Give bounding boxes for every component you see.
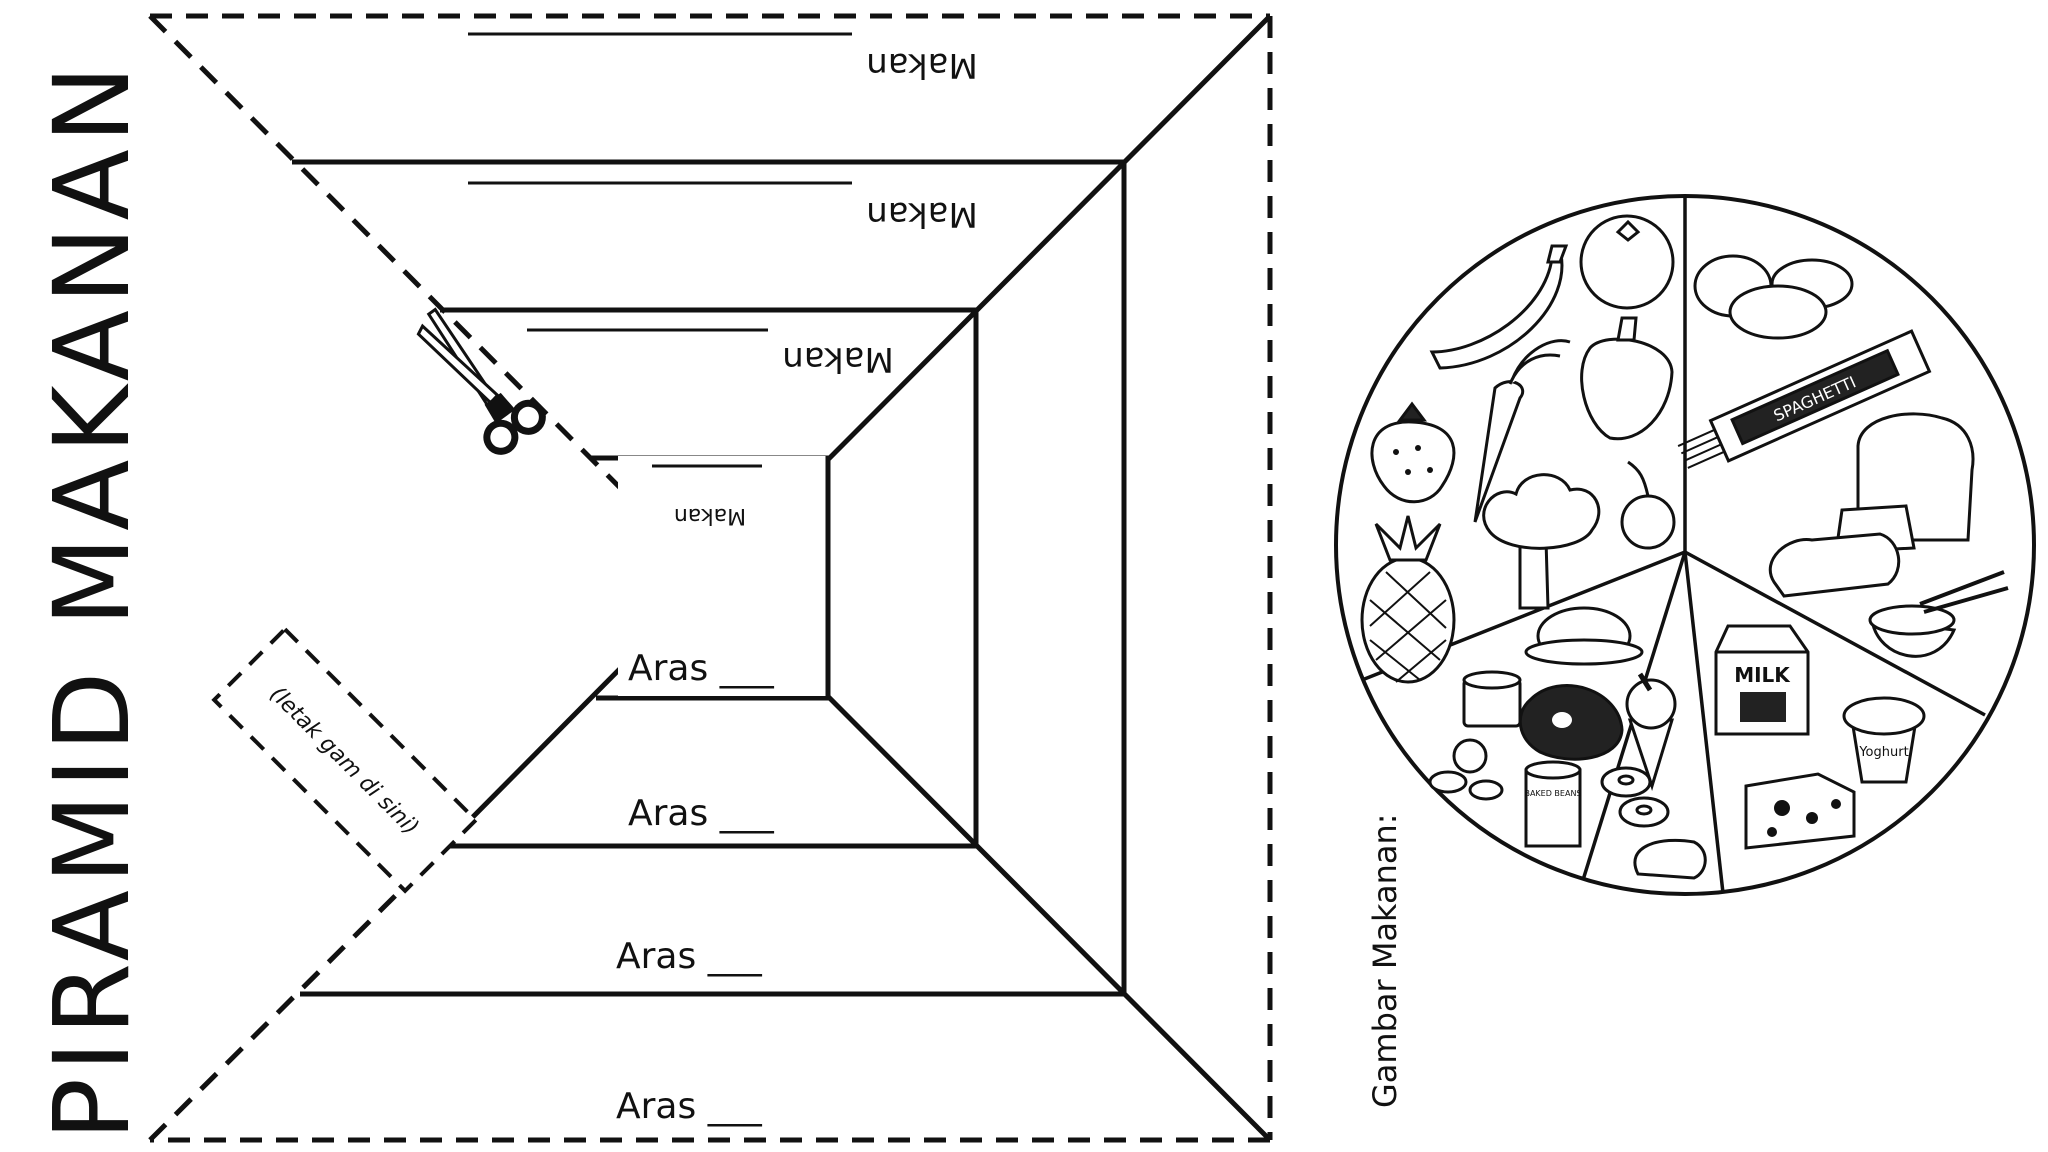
food-label-4: Makan (674, 503, 746, 528)
potatoes-icon (1693, 254, 1854, 340)
ice-cream-icon (1625, 672, 1677, 791)
pyramid-net: Makan Makan Makan Makan Aras ___ Aras __… (148, 13, 1273, 1143)
food-label-2: Makan (866, 194, 978, 234)
strawberry-icon (1370, 401, 1456, 504)
banana-icon (1429, 244, 1569, 370)
yoghurt-icon: Yoghurt (1842, 696, 1926, 784)
milk-carton-icon: MILK (1714, 624, 1810, 736)
broccoli-icon (1482, 473, 1601, 610)
milk-label: MILK (1734, 663, 1791, 687)
section-fruits-and-vegetables (1360, 214, 1676, 684)
title-text: PIRAMID MAKANAN (31, 59, 153, 1140)
fold-diagonals (448, 14, 1272, 1142)
food-label-1: Makan (866, 45, 978, 85)
food-blank-4: Makan (652, 464, 762, 528)
level-label-3: Aras ___ (616, 936, 763, 977)
inner-panel (618, 456, 828, 696)
rice-bowl-icon (1868, 570, 2009, 658)
cheese-icon (1744, 772, 1856, 850)
carrot-icon (1473, 339, 1571, 523)
food-blank-1: Makan (468, 32, 978, 85)
pastry-icon (1633, 838, 1707, 880)
yoghurt-label: Yoghurt (1858, 745, 1908, 760)
scissors-icon (416, 307, 546, 455)
section-grains: SPAGHETTI (1677, 254, 2009, 658)
orange-icon (1579, 214, 1675, 310)
section-treats (1600, 672, 1707, 880)
food-wheel: SPAGHETTI (1334, 194, 2036, 896)
cherry-icon (1620, 460, 1676, 550)
nuts-icon (1428, 738, 1504, 801)
food-blank-2: Makan (468, 181, 978, 234)
food-pictures-label-text: Gambar Makanan: (1366, 813, 1404, 1108)
baked-beans-label: BAKED BEANS (1524, 789, 1581, 798)
bread-icon (1768, 412, 1975, 598)
steak-icon (1518, 684, 1624, 761)
level-label-2: Aras ___ (628, 793, 775, 834)
food-blank-3: Makan (527, 328, 894, 379)
section-proteins: BAKED BEANS (1428, 606, 1644, 848)
level-label-1: Aras ___ (628, 648, 775, 689)
donut-icon (1600, 766, 1670, 828)
level-label-4: Aras ___ (616, 1086, 763, 1127)
pineapple-icon (1360, 515, 1456, 684)
food-label-3: Makan (782, 339, 894, 379)
food-pictures-label: Gambar Makanan: (1366, 813, 1404, 1108)
bell-pepper-icon (1580, 316, 1674, 441)
section-dairy: MILK Yoghurt (1714, 624, 1926, 850)
worksheet-title: PIRAMID MAKANAN (31, 59, 153, 1140)
baked-beans-can-icon: BAKED BEANS (1524, 760, 1582, 848)
glue-tab: (letak gam di sini) (211, 626, 479, 894)
canned-tuna-icon (1462, 670, 1522, 728)
cut-line-outer (148, 13, 1273, 1143)
roast-chicken-icon (1524, 606, 1644, 666)
